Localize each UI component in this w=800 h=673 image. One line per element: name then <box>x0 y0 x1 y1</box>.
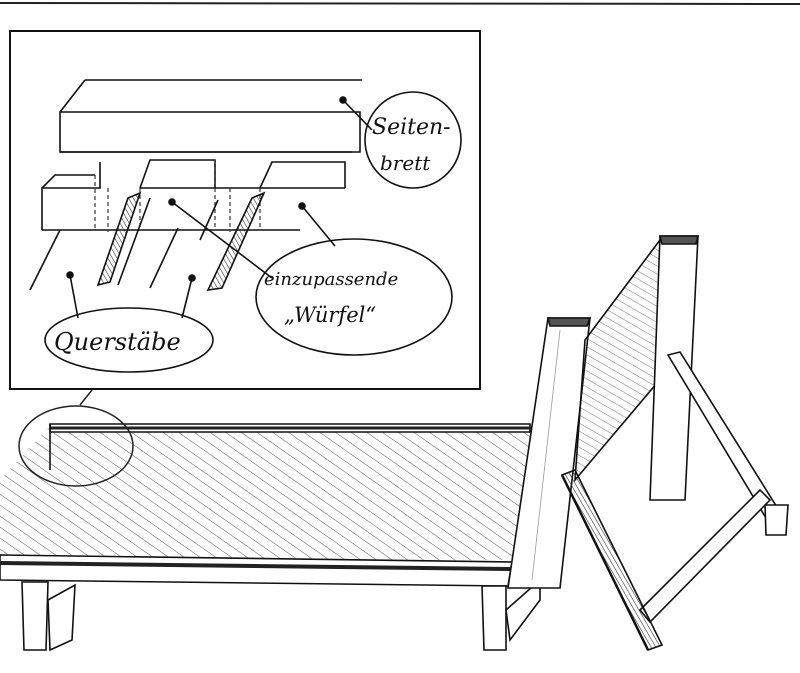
front-leg-right <box>481 585 507 651</box>
cubes-bubble <box>255 238 453 356</box>
leader-cross-bar-1 <box>69 274 79 319</box>
cross-bar-1 <box>96 191 142 287</box>
side-board-label-line2: brett <box>380 151 431 175</box>
slat-surface-hatch <box>0 426 532 562</box>
cubes-label-line1: einzupassende <box>264 269 398 290</box>
notched-bar <box>41 162 101 230</box>
right-leg-brace <box>505 578 541 643</box>
side-board <box>59 111 361 153</box>
detail-callout-line <box>79 389 93 406</box>
bed-frame <box>0 235 789 652</box>
cubes-label-line2: „Würfel“ <box>284 303 376 327</box>
inset-frame <box>9 30 481 390</box>
leader-cross-bar-2 <box>181 277 193 319</box>
front-leg-left <box>21 581 49 651</box>
rear-leg <box>764 504 789 536</box>
cross-bar-2 <box>206 191 266 292</box>
detail-inset: Seiten- brett einzupassende „Würfel“ Que… <box>9 30 481 390</box>
side-board-label-line1: Seiten- <box>372 115 451 140</box>
rear-brace-lower <box>638 488 772 624</box>
leader-cube-1 <box>171 201 273 279</box>
leader-side-board <box>342 99 373 131</box>
detail-callout-circle <box>18 405 134 487</box>
cross-bars-bubble <box>44 307 214 373</box>
cross-bars-label: Querstäbe <box>54 328 181 356</box>
leader-cube-2 <box>301 205 336 247</box>
front-leg-brace <box>47 583 76 652</box>
paper-edge <box>0 2 800 5</box>
cross-bars <box>29 191 266 292</box>
diagonal-strut <box>560 468 664 651</box>
side-board-bubble <box>364 91 462 189</box>
